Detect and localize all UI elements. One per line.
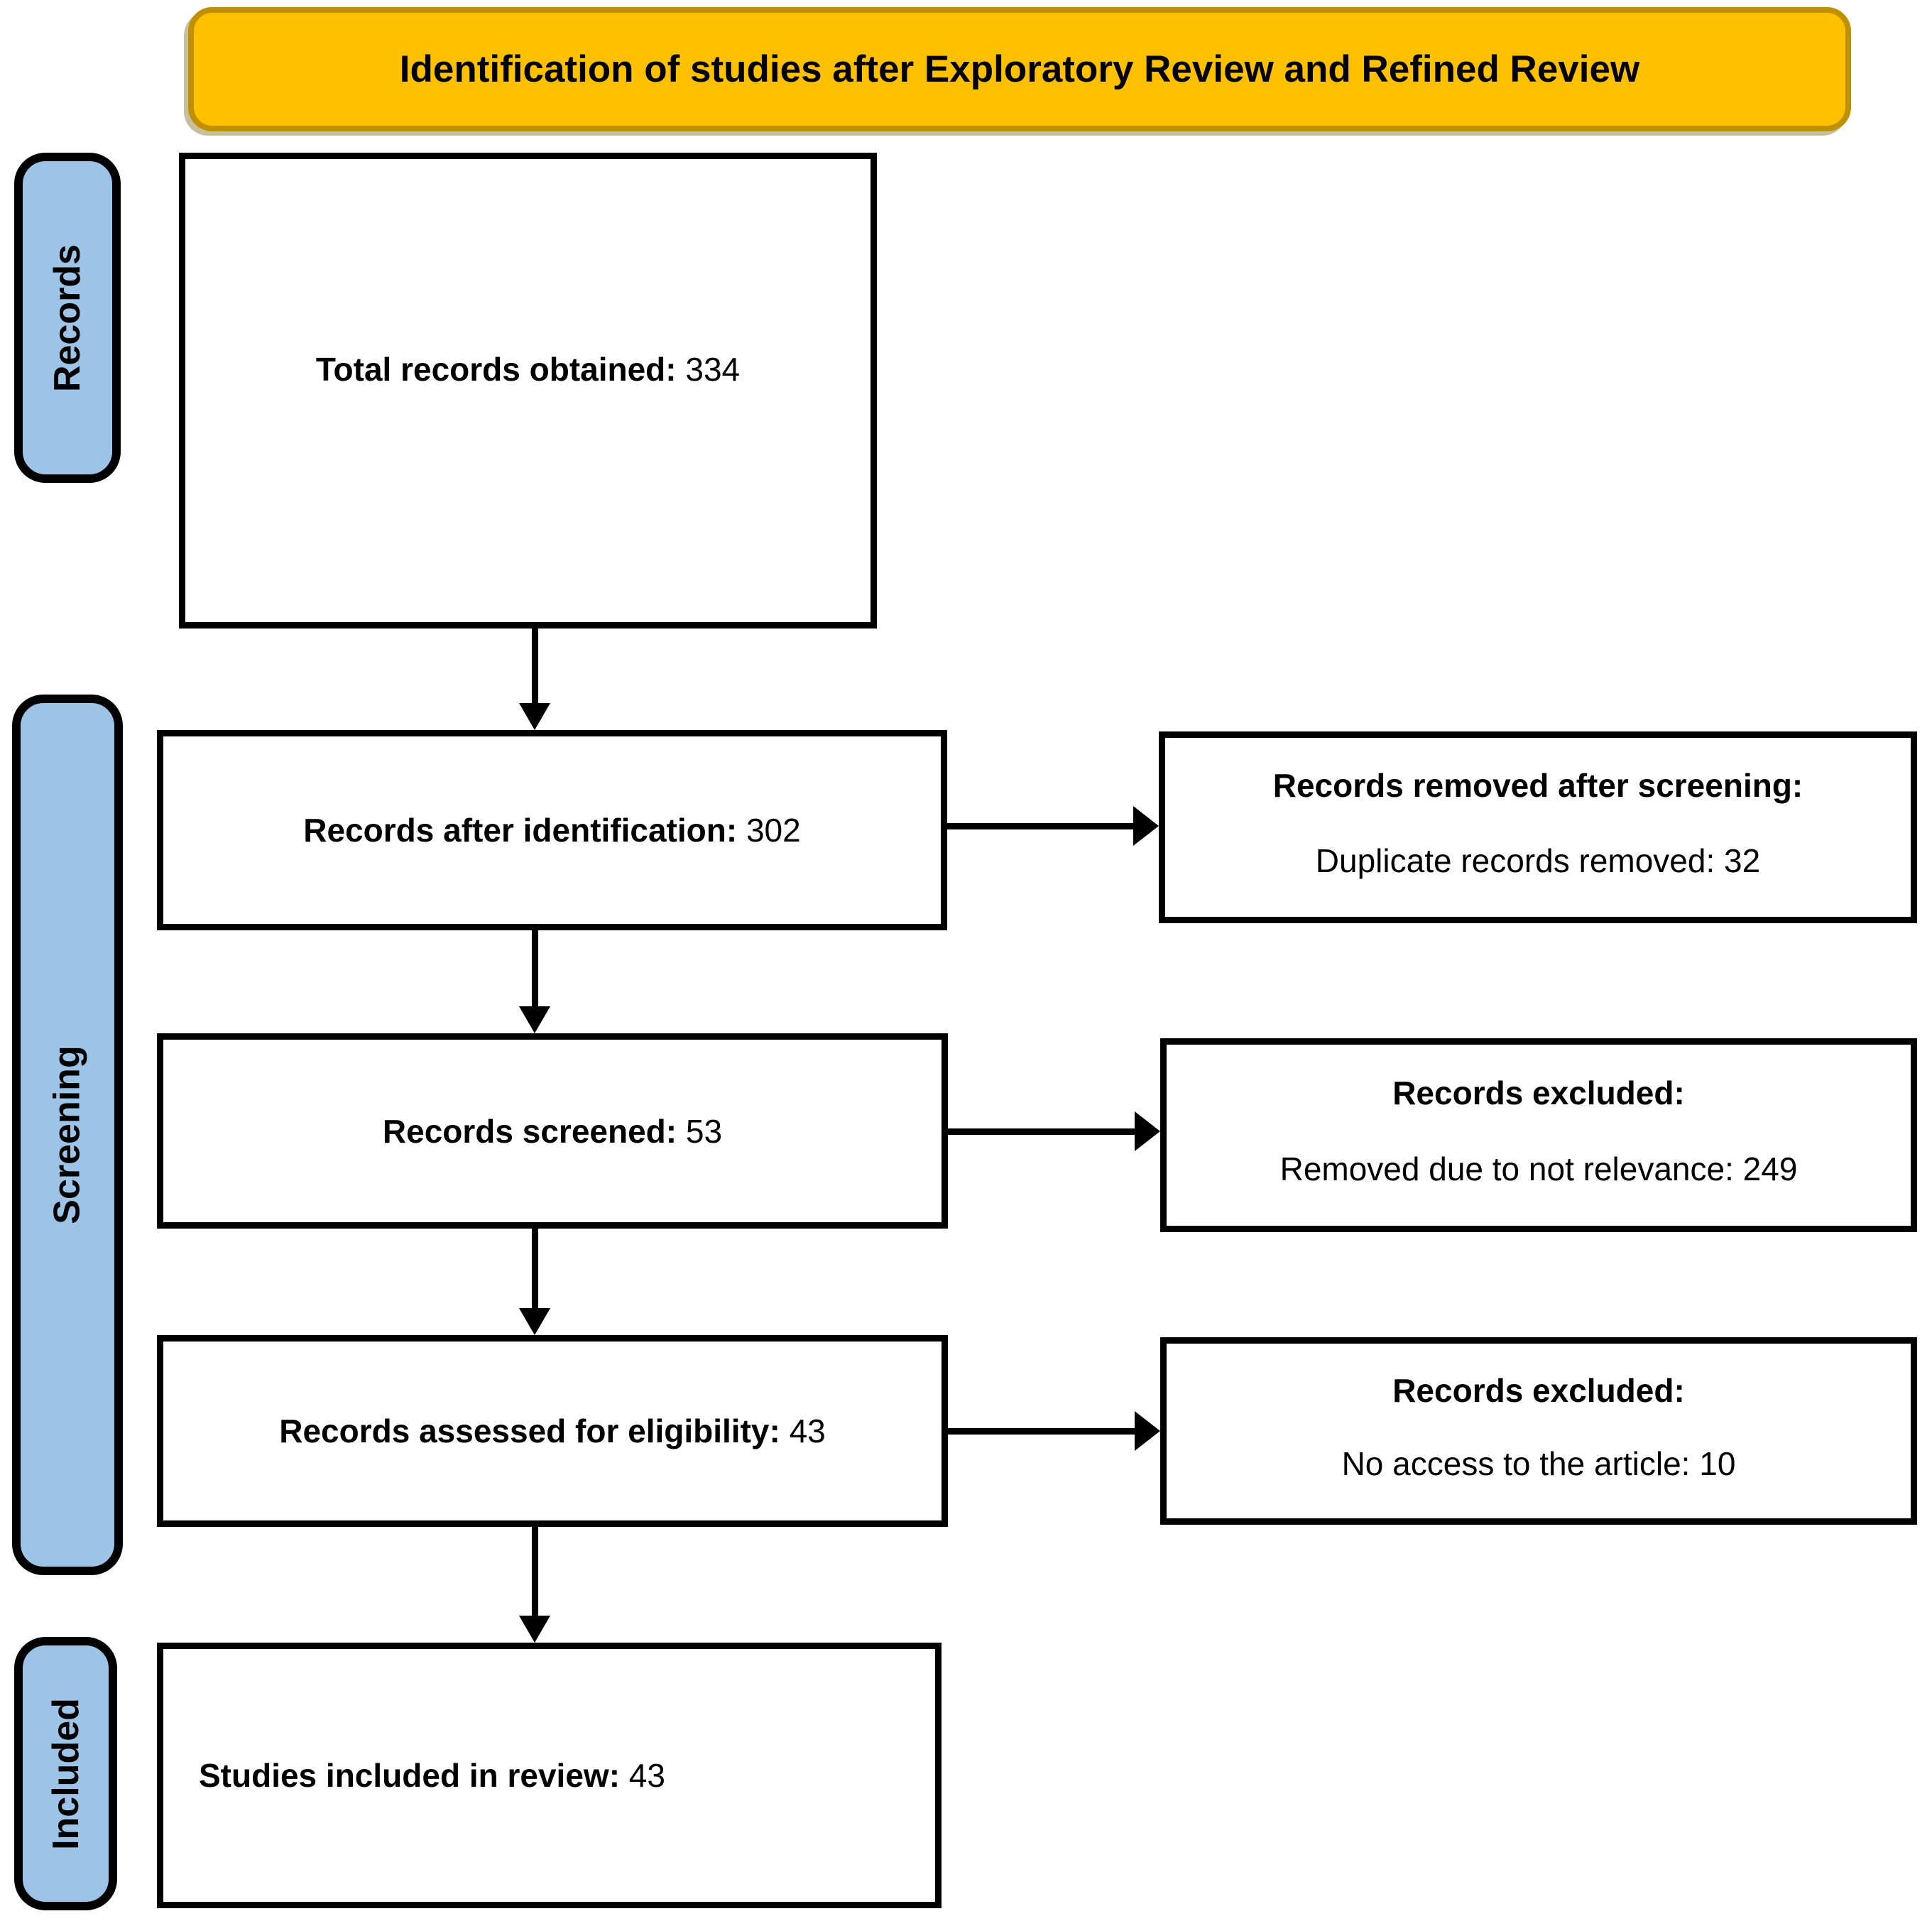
stage-tab-screening-label: Screening — [47, 1045, 89, 1224]
stage-tab-records: Records — [14, 153, 121, 483]
flow-box-records-screened-value: 53 — [677, 1112, 723, 1150]
title-banner: Identification of studies after Explorat… — [188, 7, 1851, 131]
flow-box-assessed-eligibility-value: 43 — [780, 1413, 826, 1449]
exclusion-box-no-access-title: Records excluded: — [1392, 1371, 1685, 1409]
exclusion-box-removed-after-screening-title: Records removed after screening: — [1272, 767, 1803, 804]
flow-box-studies-included-value: 43 — [620, 1757, 665, 1794]
flow-box-assessed-eligibility-label: Records assessed for eligibility: — [279, 1413, 780, 1449]
flow-box-records-screened-label: Records screened: — [382, 1112, 677, 1150]
stage-tab-included: Included — [14, 1637, 117, 1910]
arrow-right-eligibility-to-excluded — [948, 1411, 1160, 1451]
flow-box-total-records-value: 334 — [676, 351, 741, 388]
title-banner-text: Identification of studies after Explorat… — [399, 48, 1640, 90]
flow-box-total-records: Total records obtained: 334 — [179, 153, 877, 628]
stage-tab-included-label: Included — [45, 1697, 87, 1850]
exclusion-box-no-access: Records excluded: No access to the artic… — [1160, 1337, 1917, 1525]
flow-box-after-identification-value: 302 — [737, 812, 801, 849]
arrow-down-eligibility-to-included — [519, 1527, 550, 1643]
arrow-down-total-to-identification — [519, 628, 550, 730]
flow-box-records-screened: Records screened: 53 — [157, 1033, 948, 1229]
arrow-down-identification-to-screened — [519, 930, 550, 1033]
exclusion-box-not-relevant-detail: Removed due to not relevance: 249 — [1279, 1150, 1798, 1188]
exclusion-box-no-access-detail: No access to the article: 10 — [1341, 1444, 1736, 1482]
flow-box-after-identification-label: Records after identification: — [303, 812, 738, 849]
exclusion-box-not-relevant: Records excluded: Removed due to not rel… — [1160, 1038, 1917, 1232]
flow-box-after-identification: Records after identification: 302 — [157, 730, 947, 930]
exclusion-box-not-relevant-title: Records excluded: — [1392, 1074, 1685, 1111]
flow-box-assessed-eligibility: Records assessed for eligibility: 43 — [157, 1335, 948, 1527]
flow-box-total-records-label: Total records obtained: — [315, 351, 677, 388]
exclusion-box-removed-after-screening: Records removed after screening: Duplica… — [1159, 731, 1917, 923]
arrow-right-screened-to-excluded — [948, 1111, 1160, 1151]
flow-box-studies-included: Studies included in review: 43 — [157, 1643, 942, 1908]
flow-box-studies-included-label: Studies included in review: — [199, 1757, 621, 1794]
stage-tab-records-label: Records — [47, 244, 89, 392]
exclusion-box-removed-after-screening-detail: Duplicate records removed: 32 — [1315, 842, 1761, 879]
arrow-down-screened-to-eligibility — [519, 1229, 550, 1335]
stage-tab-screening: Screening — [12, 695, 123, 1575]
arrow-right-identification-to-removed — [947, 806, 1159, 846]
